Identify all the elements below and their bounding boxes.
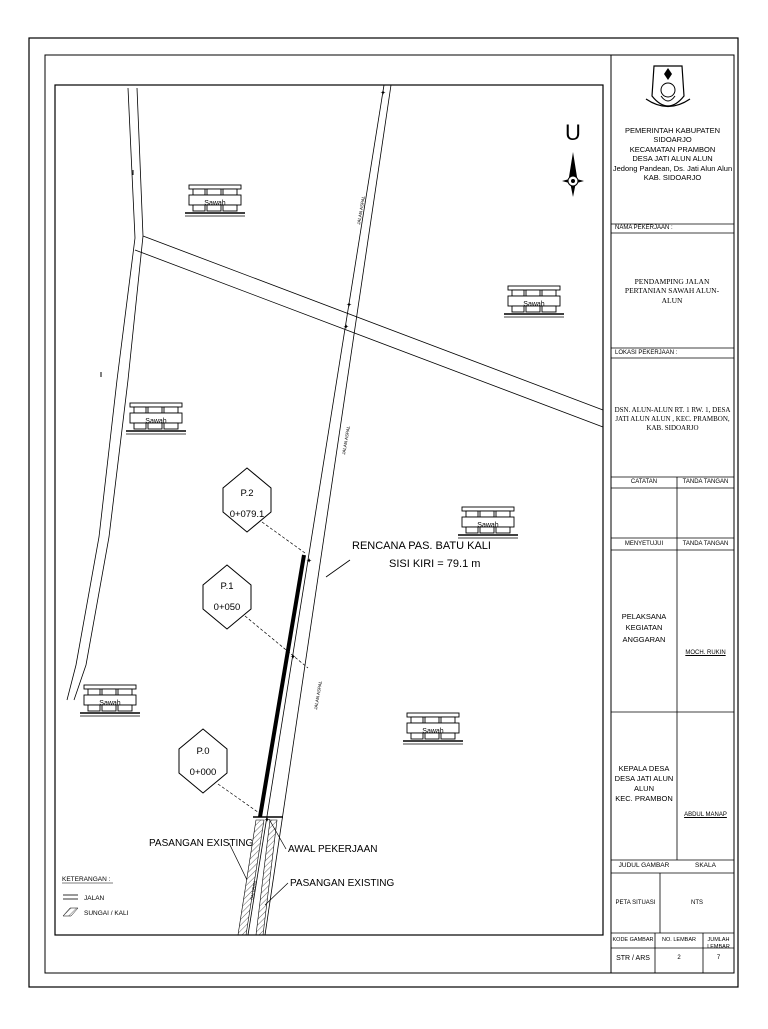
svg-text:✦: ✦ [343, 323, 349, 331]
sign-label: TANDA TANGAN [682, 479, 729, 485]
svg-text:P.1: P.1 [220, 581, 233, 592]
north-arrow: U [562, 120, 584, 197]
svg-text:KETERANGAN :: KETERANGAN : [62, 876, 111, 883]
road-markers: ✦ ✦ ✦ ✦ ✦ ✦ [264, 89, 386, 824]
agency-line-4: Jedong Pandean, Ds. Jati Alun Alun [612, 163, 733, 173]
station-p1: P.1 0+050 [202, 564, 252, 630]
sawah-symbol-4: Sawah [457, 506, 519, 539]
svg-text:P.2: P.2 [240, 488, 253, 499]
left-road-edge-outer [66, 87, 136, 701]
planned-stone-wall [258, 554, 306, 818]
approve-label: MENYETUJUI [624, 541, 664, 547]
road-label-lower: JALAN ASPAL [313, 680, 323, 710]
head-line-1: KEPALA DESA [618, 764, 670, 773]
executor-block: PELAKSANA KEGIATAN ANGGARAN [612, 611, 676, 645]
main-road-edge-left [247, 84, 385, 936]
location-label: LOKASI PEKERJAAN : [615, 350, 678, 356]
executor-line-3: ANGGARAN [622, 634, 666, 644]
svg-text:U: U [565, 120, 581, 145]
head-name: ABDUL MANAP [684, 812, 727, 818]
agency-line-5: KAB. SIDOARJO [643, 172, 702, 182]
title-block-grid [611, 223, 734, 973]
legend: KETERANGAN : JALAN SUNGAI / KALI [62, 876, 129, 917]
svg-text:Sawah: Sawah [422, 728, 444, 735]
svg-text:Sawah: Sawah [523, 301, 545, 308]
station-p2: P.2 0+079.1 [222, 467, 272, 533]
scale-label: SKALA [695, 862, 716, 869]
job-label: NAMA PEKERJAAN : [615, 225, 673, 231]
svg-text:✦: ✦ [306, 557, 312, 565]
sign-label-2: TANDA TANGAN [682, 541, 729, 547]
code-label: KODE GAMBAR [612, 937, 654, 943]
sheet-no-label: NO. LEMBAR [662, 937, 696, 943]
svg-text:Sawah: Sawah [145, 418, 167, 425]
drawing-title-label: JUDUL GAMBAR [618, 862, 670, 869]
agency-block: PEMERINTAH KABUPATEN SIDOARJO KECAMATAN … [612, 126, 733, 182]
executor-line-1: PELAKSANA [621, 612, 667, 621]
plan-title: RENCANA PAS. BATU KALI [352, 540, 491, 552]
svg-text:✦: ✦ [264, 816, 270, 824]
station-p0: P.0 0+000 [178, 728, 228, 794]
left-road-edge-inner [73, 87, 144, 701]
svg-text:✦: ✦ [290, 653, 296, 661]
agency-line-2: KECAMATAN PRAMBON [629, 144, 716, 154]
map-frame [54, 84, 604, 936]
scale-value: NTS [691, 900, 703, 906]
svg-text:0+000: 0+000 [190, 767, 217, 778]
svg-text:0+050: 0+050 [214, 602, 241, 613]
main-road-edge-right [264, 84, 392, 936]
sheet-total-label: JUMLAH LEMBAR [707, 937, 730, 950]
outer-border [28, 37, 739, 988]
svg-text:SUNGAI / KALI: SUNGAI / KALI [84, 910, 129, 917]
map-area: JALAN ASPAL JALAN ASPAL JALAN ASPAL ✦ ✦ … [62, 84, 604, 936]
sheet-total-value: 7 [716, 955, 721, 961]
existing-left-label: PASANGAN EXISTING [149, 838, 254, 849]
svg-text:0+079.1: 0+079.1 [230, 509, 265, 520]
road-label-middle: JALAN ASPAL [341, 425, 351, 455]
svg-text:Sawah: Sawah [99, 700, 121, 707]
river-label: SALURAN [249, 881, 257, 901]
executor-line-2: KEGIATAN [625, 623, 663, 633]
svg-text:✦: ✦ [380, 89, 386, 97]
notes-label: CATATAN [630, 479, 658, 485]
sawah-symbol-3: Sawah [125, 402, 187, 435]
agency-line-3: DESA JATI ALUN ALUN [632, 154, 713, 164]
code-value: STR / ARS [616, 955, 650, 962]
drawing-title: PETA SITUASI [615, 900, 656, 906]
existing-right-label: PASANGAN EXISTING [290, 878, 395, 889]
cross-road-edge-top [142, 235, 604, 411]
agency-line-1: PEMERINTAH KABUPATEN SIDOARJO [624, 126, 720, 145]
sawah-symbol-5: Sawah [79, 684, 141, 717]
plan-subtitle: SISI KIRI = 79.1 m [389, 558, 480, 570]
sawah-symbol-6: Sawah [402, 712, 464, 745]
executor-name: MOCH. RUKIN [685, 650, 726, 656]
svg-text:JALAN: JALAN [84, 895, 105, 902]
cross-road-edge-bottom [134, 249, 604, 428]
job-value: PENDAMPING JALAN PERTANIAN SAWAH ALUN-AL… [624, 277, 720, 305]
river-channel-left [237, 819, 265, 936]
head-line-3: KEC. PRAMBON [615, 794, 673, 804]
road-label-upper: JALAN ASPAL [356, 195, 366, 225]
inner-border [44, 54, 735, 974]
head-block: KEPALA DESA DESA JATI ALUN ALUN KEC. PRA… [612, 764, 676, 805]
location-value: DSN. ALUN-ALUN RT. 1 RW. 1, DESA JATI AL… [614, 406, 731, 432]
svg-text:✦: ✦ [346, 301, 352, 309]
sawah-symbol-1: Sawah [184, 184, 246, 217]
sawah-symbol-2: Sawah [503, 285, 565, 318]
work-start-label: AWAL PEKERJAAN [288, 844, 377, 855]
svg-text:P.0: P.0 [196, 746, 209, 757]
svg-text:Sawah: Sawah [477, 522, 499, 529]
regency-emblem [645, 65, 691, 108]
head-line-2: DESA JATI ALUN ALUN [614, 774, 674, 794]
sheet-no-value: 2 [677, 955, 681, 961]
svg-text:Sawah: Sawah [204, 200, 226, 207]
river-channel-right [255, 819, 278, 936]
